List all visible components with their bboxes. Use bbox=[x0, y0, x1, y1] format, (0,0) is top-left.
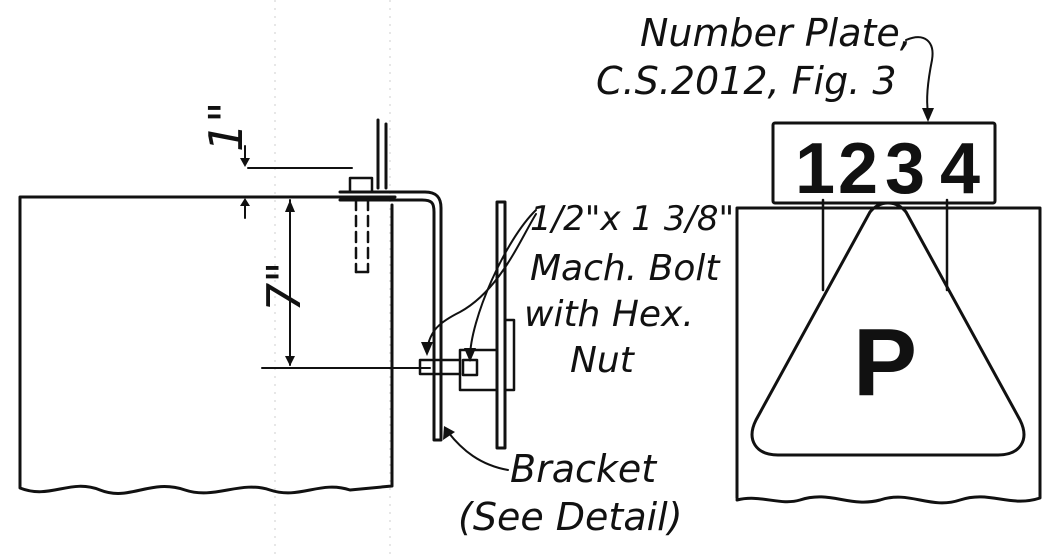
bracket-label-line2: (See Detail) bbox=[458, 495, 683, 539]
plate-digit-4: 4 bbox=[940, 129, 980, 209]
bolt-label-line3: with Hex. bbox=[524, 294, 694, 335]
number-plate-callout: Number Plate, C.S.2012, Fig. 3 bbox=[596, 11, 934, 122]
bolt-label-line4: Nut bbox=[570, 340, 636, 381]
bolt-callout: 1/2"x 1 3/8" Mach. Bolt with Hex. Nut bbox=[421, 199, 734, 381]
number-plate-label-line1: Number Plate, bbox=[640, 11, 912, 55]
sign-letter: P bbox=[853, 309, 917, 416]
triangle-sign: P bbox=[750, 201, 1026, 457]
dim-small-label: 1" bbox=[199, 102, 253, 152]
number-plate-label-line2: C.S.2012, Fig. 3 bbox=[596, 59, 897, 103]
bolt-label-line1: 1/2"x 1 3/8" bbox=[530, 199, 734, 239]
plate-digit-2: 2 bbox=[838, 129, 878, 209]
dim-large-label: 7" bbox=[257, 262, 311, 312]
bracket-label-line1: Bracket bbox=[510, 447, 658, 491]
post-side-view bbox=[18, 195, 397, 495]
plate-digit-3: 3 bbox=[885, 129, 925, 209]
number-plate: 1 2 3 4 bbox=[771, 121, 997, 209]
dimension-lines bbox=[240, 145, 431, 369]
bracket bbox=[338, 118, 516, 450]
bolt-label-line2: Mach. Bolt bbox=[530, 248, 721, 289]
post-front-view bbox=[735, 198, 1042, 505]
bracket-callout: Bracket (See Detail) bbox=[443, 426, 683, 539]
plate-digit-1: 1 bbox=[795, 129, 835, 209]
